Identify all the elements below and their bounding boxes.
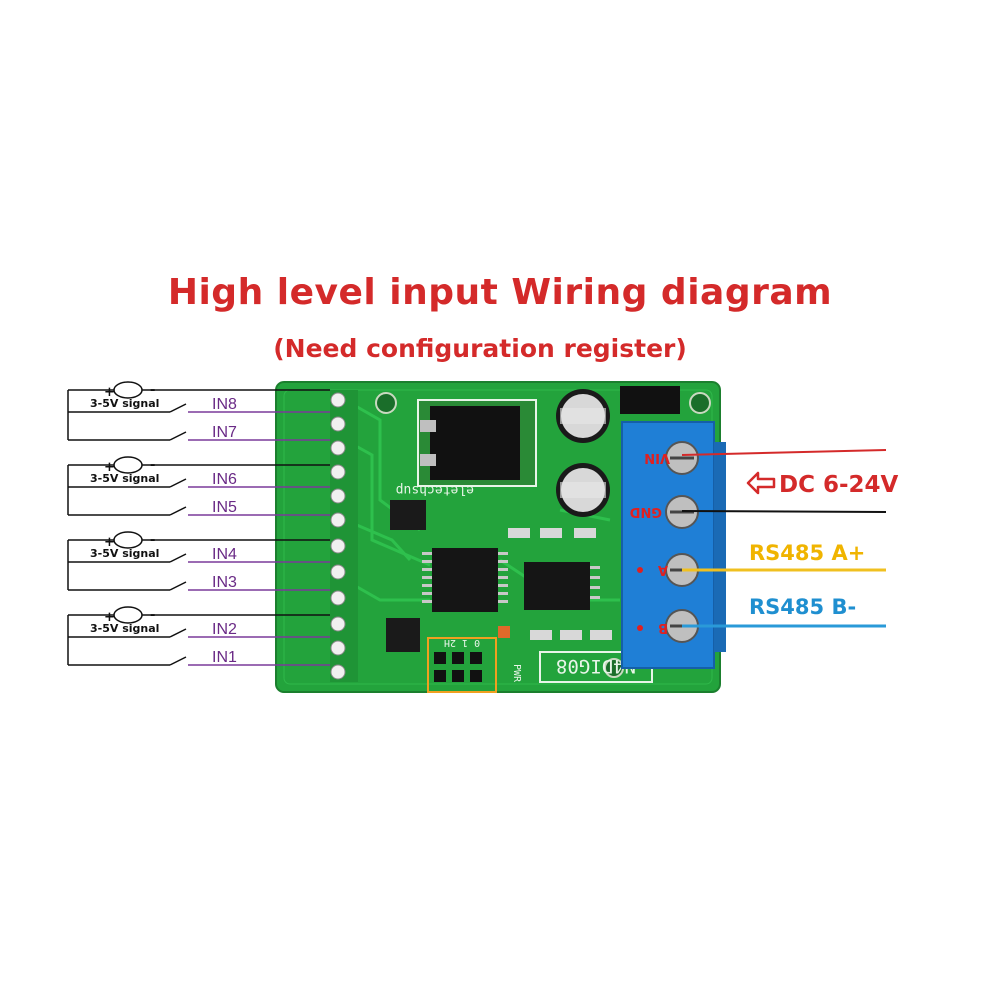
- pcb-board: eletechsup 0 1 2H PWR N4DIG08: [275, 381, 721, 693]
- jumper-block: [434, 652, 482, 682]
- rs485-ic: [524, 562, 590, 610]
- input-label: IN7: [212, 424, 237, 441]
- input-label: IN5: [212, 499, 237, 516]
- diagram-title: High level input Wiring diagram: [167, 272, 833, 313]
- terminal-label-gnd: GND: [629, 504, 662, 519]
- terminal-screw: [665, 441, 699, 475]
- dc-arrow-icon: [746, 471, 776, 495]
- terminal-label-b: B: [658, 620, 668, 635]
- black-connector: [620, 386, 680, 414]
- switch-icon: [169, 478, 187, 488]
- small-chip-2: [386, 618, 420, 652]
- board-model: N4DIG08: [556, 655, 636, 677]
- input-label: IN3: [212, 574, 237, 591]
- terminal-label-vin: VIN: [644, 450, 670, 465]
- input-label: IN6: [212, 471, 237, 488]
- input-pin-header: [330, 390, 358, 682]
- board-brand: eletechsup: [396, 482, 474, 497]
- mounting-hole: [375, 392, 397, 414]
- plus-sign: +: [104, 610, 115, 625]
- voltage-regulator: [430, 406, 520, 480]
- jumper-outline: [427, 637, 497, 693]
- signal-label: 3-5V signal: [90, 397, 159, 410]
- minus-sign: -: [150, 458, 155, 473]
- pwr-label: PWR: [511, 664, 522, 683]
- switch-icon: [169, 431, 187, 441]
- signal-source-icon: [113, 381, 143, 399]
- switch-icon: [169, 403, 187, 413]
- plus-sign: +: [104, 460, 115, 475]
- main-ic: [432, 548, 498, 612]
- signal-source-icon: [113, 456, 143, 474]
- switch-icon: [169, 553, 187, 563]
- minus-sign: -: [150, 533, 155, 548]
- mounting-hole: [689, 392, 711, 414]
- switch-icon: [169, 581, 187, 591]
- rs485-a-label: RS485 A+: [749, 541, 865, 565]
- terminal-label-a: A: [658, 562, 668, 577]
- input-label: IN4: [212, 546, 237, 563]
- switch-icon: [169, 628, 187, 638]
- diagram-subtitle: (Need configuration register): [273, 334, 687, 363]
- dc-label: DC 6-24V: [779, 472, 899, 498]
- plus-sign: +: [104, 535, 115, 550]
- switch-icon: [169, 506, 187, 516]
- signal-source-icon: [113, 606, 143, 624]
- gnd-wire: [681, 510, 887, 513]
- minus-sign: -: [150, 608, 155, 623]
- minus-sign: -: [150, 383, 155, 398]
- input-label: IN1: [212, 649, 237, 666]
- signal-label: 3-5V signal: [90, 622, 159, 635]
- rs485-b-label: RS485 B-: [749, 595, 856, 619]
- dc-wire: [681, 449, 887, 456]
- small-chip-1: [390, 500, 426, 530]
- signal-label: 3-5V signal: [90, 472, 159, 485]
- input-label: IN8: [212, 396, 237, 413]
- terminal-block: VIN GND A B: [621, 421, 726, 669]
- signal-source-icon: [113, 531, 143, 549]
- input-label: IN2: [212, 621, 237, 638]
- plus-sign: +: [104, 385, 115, 400]
- signal-label: 3-5V signal: [90, 547, 159, 560]
- jumper-label: 0 1 2H: [444, 637, 480, 648]
- switch-icon: [169, 656, 187, 666]
